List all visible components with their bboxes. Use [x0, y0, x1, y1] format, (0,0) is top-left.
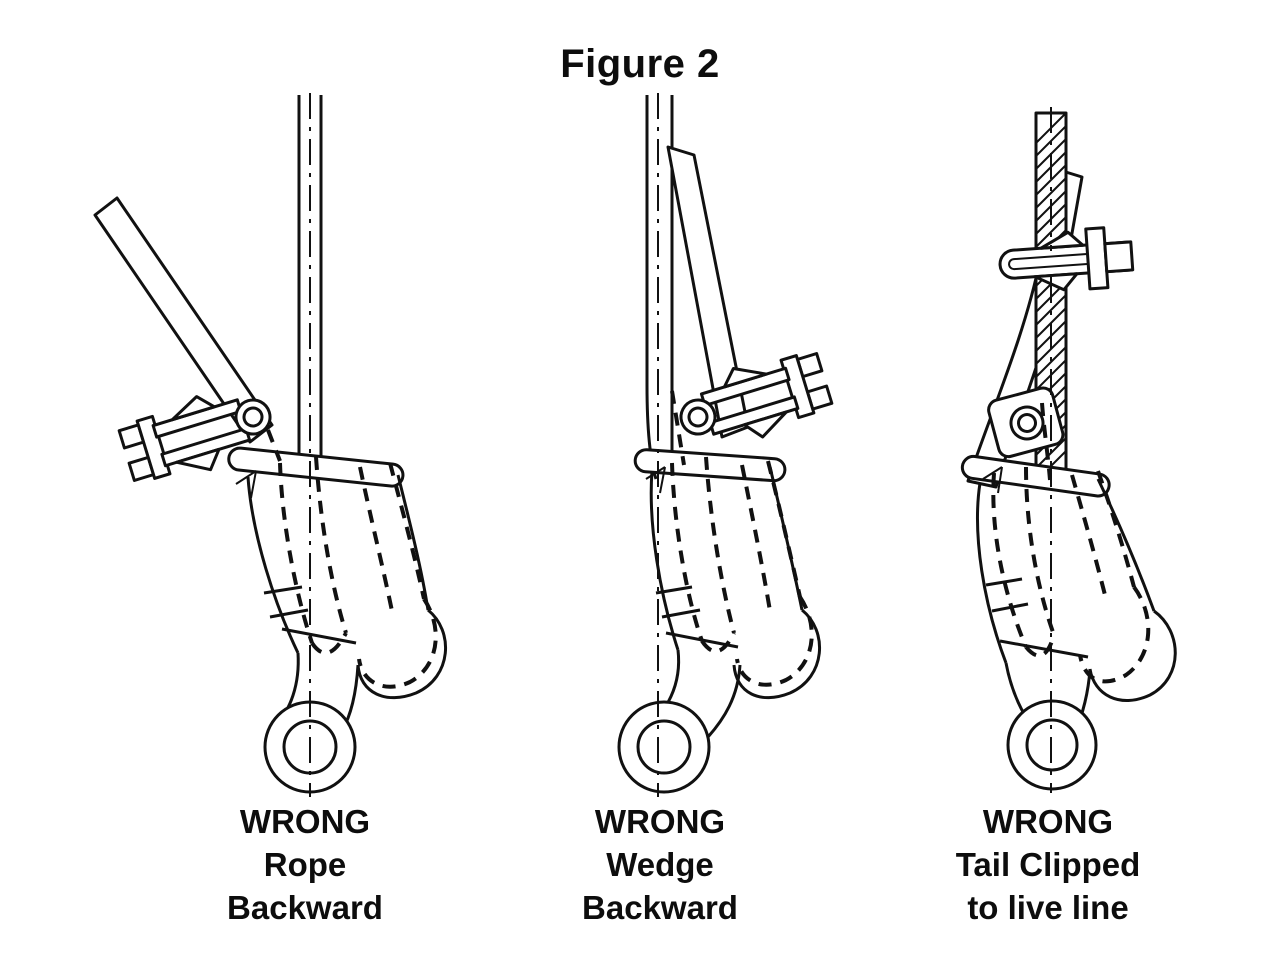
- caption-line: Wedge: [606, 846, 714, 883]
- live-line: [297, 95, 323, 458]
- socket-band: [960, 454, 1111, 498]
- caption-line: WRONG: [982, 803, 1114, 840]
- tail-rope: [93, 196, 274, 444]
- caption-line: Rope: [263, 846, 347, 883]
- rope-loop: [1088, 609, 1177, 702]
- caption-line: WRONG: [239, 803, 371, 840]
- rope-path-dashed: [670, 390, 814, 687]
- clip-saddle: [170, 395, 216, 422]
- diagram-tail-clipped: [960, 107, 1177, 793]
- diagram-wedge-backward: [617, 93, 834, 797]
- wire-rope-clip: [998, 226, 1135, 292]
- pin-boss: [1009, 405, 1045, 441]
- detail-mark: [645, 466, 666, 494]
- socket-body: [235, 470, 448, 732]
- clip-saddle: [742, 410, 788, 439]
- rope-loop: [732, 608, 822, 700]
- caption-line: WRONG: [594, 803, 726, 840]
- u-bolt-bend: [234, 398, 272, 436]
- socket-body: [645, 466, 822, 738]
- diagram-rope-backward: [93, 93, 448, 797]
- clip-saddle: [1033, 272, 1079, 292]
- caption-line: Backward: [582, 889, 738, 926]
- caption-wedge-backward: WRONG Wedge Backward: [470, 800, 850, 929]
- caption-line: Tail Clipped: [955, 846, 1141, 883]
- clip-saddle: [722, 367, 768, 389]
- caption-line: Backward: [227, 889, 383, 926]
- clevis-eye: [617, 700, 711, 794]
- figure-title: Figure 2: [560, 42, 720, 86]
- caption-line: to live line: [967, 889, 1129, 926]
- u-bolt-bend: [679, 398, 717, 436]
- clip-saddle: [1039, 230, 1085, 250]
- wire-rope-clip: [117, 395, 272, 482]
- detail-mark: [235, 470, 257, 499]
- caption-tail-clipped: WRONG Tail Clipped to live line: [858, 800, 1238, 929]
- wire-rope-clip: [679, 352, 834, 439]
- socket-body: [976, 466, 1177, 736]
- side-plate-boss: [987, 386, 1065, 459]
- clip-saddle: [175, 447, 221, 472]
- rope-path-dashed: [991, 402, 1151, 684]
- caption-rope-backward: WRONG Rope Backward: [115, 800, 495, 929]
- rope-path-dashed: [266, 429, 438, 689]
- rope-loop: [356, 608, 448, 700]
- clip-nut: [1103, 240, 1135, 274]
